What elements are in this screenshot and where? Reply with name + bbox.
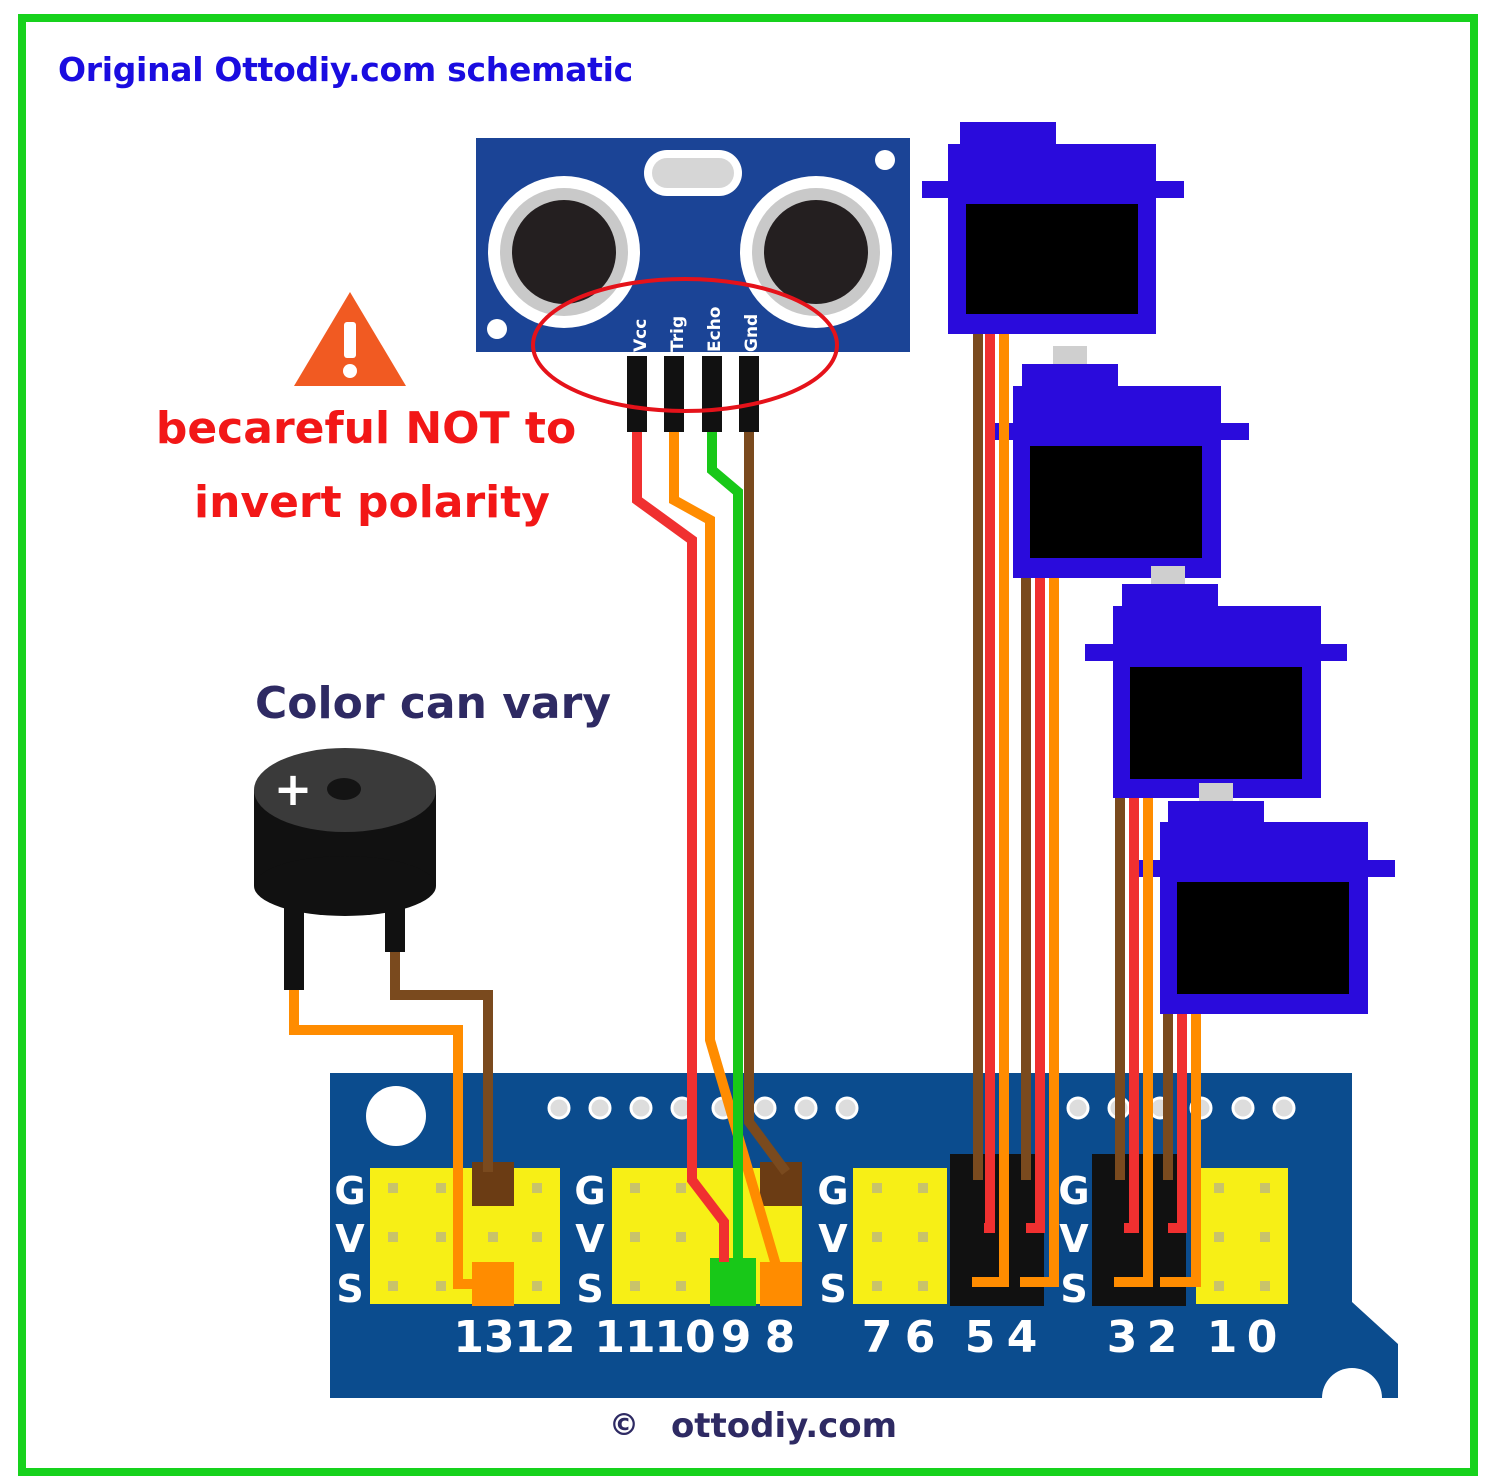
pin-number-0: 0 <box>1247 1312 1278 1363</box>
row-label-g: G <box>334 1169 365 1213</box>
servo-1 <box>922 122 1184 334</box>
warning-callout: becareful NOT to invert polarity <box>156 292 576 528</box>
servo-window <box>966 204 1138 314</box>
pin-number-8: 8 <box>765 1312 796 1363</box>
wire-servo1-signal <box>972 334 1009 1287</box>
row-label-s: S <box>1060 1267 1087 1311</box>
board-mount-hole <box>1322 1368 1382 1428</box>
pin-number-1: 1 <box>1207 1312 1238 1363</box>
servo-4 <box>1133 783 1395 1014</box>
wire-servo2-power <box>1026 578 1045 1233</box>
footer-site: ottodiy.com <box>671 1406 897 1446</box>
sensor-pin <box>627 356 647 432</box>
row-label-v: V <box>335 1217 365 1261</box>
pin-dots <box>388 1183 1270 1291</box>
buzzer: Color can vary + <box>254 678 611 990</box>
row-label-s: S <box>819 1267 846 1311</box>
sensor-pin <box>739 356 759 432</box>
pin-number-3: 3 <box>1107 1312 1138 1363</box>
servo-window <box>1030 446 1202 558</box>
servo-window <box>1130 667 1302 779</box>
pin-number-5: 5 <box>965 1312 996 1363</box>
row-label-v: V <box>575 1217 605 1261</box>
servo-2 <box>987 346 1249 578</box>
buzzer-leg <box>385 908 405 952</box>
polarity-highlight-ellipse <box>531 277 839 413</box>
wire-buzzer-signal <box>289 990 480 1289</box>
warning-text-line1: becareful NOT to <box>156 403 576 454</box>
row-label-s: S <box>576 1267 603 1311</box>
pin-cap-green <box>710 1258 756 1306</box>
pin-label-vcc: Vcc <box>631 319 651 352</box>
pin-number-7: 7 <box>862 1312 893 1363</box>
footer: © ottodiy.com <box>609 1406 897 1446</box>
pin-label-gnd: Gnd <box>742 314 762 352</box>
pin-label-trig: Trig <box>668 316 688 352</box>
servo-window <box>1177 882 1349 994</box>
buzzer-color-note: Color can vary <box>255 678 611 729</box>
buzzer-plus-sign: + <box>274 762 313 816</box>
wire-vcc <box>632 432 729 1262</box>
wire-gnd <box>744 432 791 1175</box>
row-label-g: G <box>1058 1169 1089 1213</box>
row-label-g: G <box>817 1169 848 1213</box>
page-title: Original Ottodiy.com schematic <box>58 50 633 89</box>
pin-number-4: 4 <box>1007 1312 1038 1363</box>
wire-servo1-power <box>984 334 995 1233</box>
header-1-0 <box>1196 1168 1288 1304</box>
arduino-shield: G V S G V S G V S G V S <box>330 1073 1398 1428</box>
outer-frame <box>18 14 1478 1476</box>
row-label-g: G <box>574 1169 605 1213</box>
wire-servo4-power <box>1168 1014 1187 1233</box>
wire-echo <box>707 432 743 1262</box>
wire-servo2-signal <box>1020 578 1059 1287</box>
buzzer-leg <box>284 908 304 990</box>
pin-number-2: 2 <box>1147 1312 1178 1363</box>
ultrasonic-sensor: Vcc Trig Echo Gnd <box>476 138 910 432</box>
wire-servo3-power <box>1124 798 1139 1233</box>
sensor-mount-hole <box>487 319 507 339</box>
sensor-pin <box>664 356 684 432</box>
pin-label-echo: Echo <box>705 307 725 352</box>
pin-number-6: 6 <box>905 1312 936 1363</box>
sensor-mount-hole <box>875 150 895 170</box>
row-label-s: S <box>336 1267 363 1311</box>
servo-3 <box>1085 566 1347 798</box>
wire-servo3-signal <box>1114 798 1153 1287</box>
row-label-v: V <box>1059 1217 1089 1261</box>
header-7-6 <box>853 1168 947 1304</box>
buzzer-body <box>254 856 436 916</box>
board-mount-hole <box>366 1086 426 1146</box>
pin-number-13: 13 <box>453 1312 514 1363</box>
warning-text-line2: invert polarity <box>194 477 550 528</box>
row-label-v: V <box>818 1217 848 1261</box>
pin-number-12: 12 <box>514 1312 575 1363</box>
wire-buzzer-ground <box>390 952 493 1172</box>
copyright-symbol: © <box>609 1408 639 1443</box>
wires <box>289 334 1201 1289</box>
pin-number-11: 11 <box>594 1312 655 1363</box>
wire-trig <box>669 432 783 1274</box>
sensor-pin <box>702 356 722 432</box>
pin-number-9: 9 <box>721 1312 752 1363</box>
pin-number-10: 10 <box>654 1312 715 1363</box>
wire-servo4-signal <box>1160 1014 1201 1287</box>
